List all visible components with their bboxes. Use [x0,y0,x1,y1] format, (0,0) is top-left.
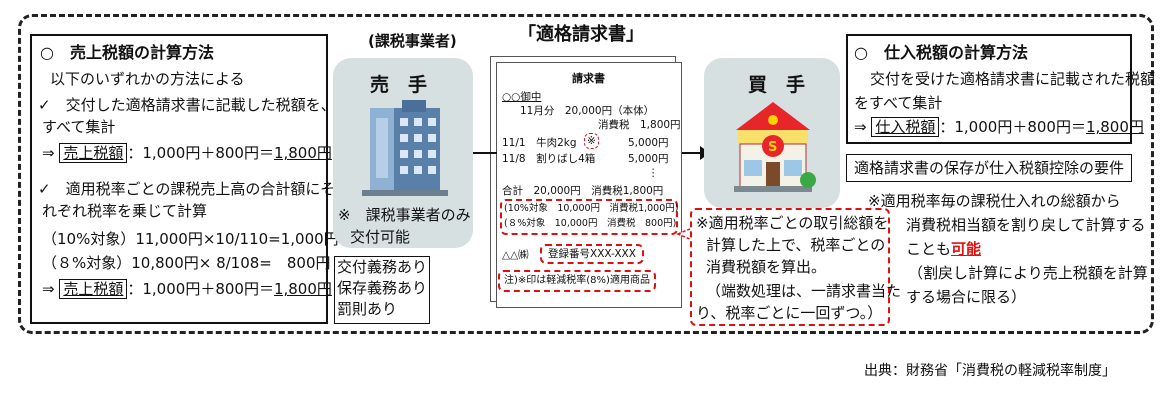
requirement-box: 適格請求書の保存が仕入税額控除の要件 [846,154,1132,182]
purchase-tax-method-box: ○ 仕入税額の計算方法 交付を受けた適格請求書に記載された税額 をすべて集計 ⇒… [846,34,1155,144]
sales-tax-method-box: ○ 売上税額の計算方法 以下のいずれかの方法による ✓ 交付した適格請求書に記載… [30,34,339,324]
invoice-line: 5,000円 [628,153,669,165]
note-line: 計算した上で、税率ごとの [706,236,886,254]
invoice-heading: 請求書 [572,72,605,85]
sales-tax-line: （８%対象）10,800円× 8/108= 800円 [42,254,331,272]
sales-tax-label-boxed: 売上税額 [59,279,128,299]
outer-dashed-frame [18,14,1154,334]
registration-number: 登録番号XXX-XXX [540,244,644,264]
sales-tax-line: れぞれ税率を乗じて計算 [42,202,208,220]
obligation-item: 罰則あり [337,300,398,318]
sales-tax-line: すべて集計 [42,118,116,136]
invoice-line: 11/8 割りばし4箱 [502,153,596,165]
note-line: 消費税額を算出。 [706,258,827,276]
invoice-ellipsis: ⋮ [648,167,659,179]
buyer-label: 買 手 [748,74,806,96]
calculation-note-box: ※適用税率ごとの取引総額を 計算した上で、税率ごとの 消費税額を算出。 （端数処… [690,208,901,326]
invoice-document [496,62,682,308]
invoice-line: 5,000円 [628,137,669,149]
reduced-rate-mark: ※ [584,133,599,149]
sales-tax-label-boxed: 売上税額 [59,143,128,163]
sales-tax-line: 以下のいずれかの方法による [50,70,245,88]
right-note-line: 消費税相当額を割り戻して計算する [906,216,1146,234]
rate-breakdown-highlight [500,199,678,235]
invoice-title: 「適格請求書」 [518,24,644,45]
purchase-tax-result: ⇒ 仕入税額：1,000円＋800円＝1,800円 [854,117,1144,137]
office-building-icon [362,100,448,196]
invoice-line: 11月分 20,000円（本体） [520,105,655,117]
svg-text:S: S [768,140,777,155]
invoice-total: 合計 20,000円 消費税1,800円 [502,185,664,197]
purchase-tax-title: ○ 仕入税額の計算方法 [854,43,1028,62]
invoice-company: △△㈱ [502,249,529,261]
source-citation: 出典：財務省「消費税の軽減税率制度」 [864,363,1116,379]
purchase-tax-label-boxed: 仕入税額 [871,117,940,137]
requirement-text: 適格請求書の保存が仕入税額控除の要件 [853,159,1124,177]
invoice-line: 消費税 1,800円 [598,119,681,131]
seller-note: 交付可能 [350,228,411,246]
sales-tax-line: ✓ 適用税率ごとの課税売上高の合計額にそ [38,180,336,198]
sales-tax-result-2: ⇒ 売上税額：1,000円＋800円＝1,800円 [42,279,332,299]
note-line: り、税率ごとに一回ずつ。） [696,304,883,322]
invoice-breakdown: (８%対象 10,000円 消費税 800円) [504,218,677,229]
right-note-line: ※適用税率毎の課税仕入れの総額から [868,192,1121,210]
right-note-line: （割戻し計算により売上税額を計算 [908,264,1148,282]
reduced-rate-footnote: 注)※印は軽減税率(8%)適用商品 [498,270,656,292]
right-note-line-possible: ことも可能 [906,240,982,258]
right-note-line: する場合に限る） [906,288,1027,306]
invoice-line: 11/1 牛肉2kg [502,137,577,149]
sales-tax-result-1: ⇒ 売上税額：1,000円＋800円＝1,800円 [42,143,332,163]
store-icon: S [734,102,816,192]
obligations-box: 交付義務あり 保存義務あり 罰則あり [334,256,430,324]
sales-tax-line: ✓ 交付した適格請求書に記載した税額を、 [38,96,336,114]
sales-tax-line: （10%対象）11,000円×10/110=1,000円 [42,230,339,248]
invoice-to-buyer-line [682,152,704,154]
invoice-breakdown: (10%対象 10,000円 消費税1,000円) [504,203,679,214]
obligation-item: 保存義務あり [337,279,428,297]
sales-tax-title: ○ 売上税額の計算方法 [40,43,214,62]
issuer-label: (課税事業者) [368,32,457,50]
note-line: （端数処理は、一請求書当た [706,282,902,300]
seller-note: ※ 課税事業者のみ [338,206,471,224]
obligation-item: 交付義務あり [337,258,428,276]
purchase-tax-line: 交付を受けた適格請求書に記載された税額 [870,70,1156,88]
seller-to-invoice-line [473,152,497,154]
purchase-tax-line: をすべて集計 [854,94,943,112]
invoice-recipient: ○○御中 [502,91,542,103]
possible-highlight: 可能 [951,240,982,258]
note-line: ※適用税率ごとの取引総額を [696,214,889,232]
seller-label: 売 手 [370,74,428,96]
